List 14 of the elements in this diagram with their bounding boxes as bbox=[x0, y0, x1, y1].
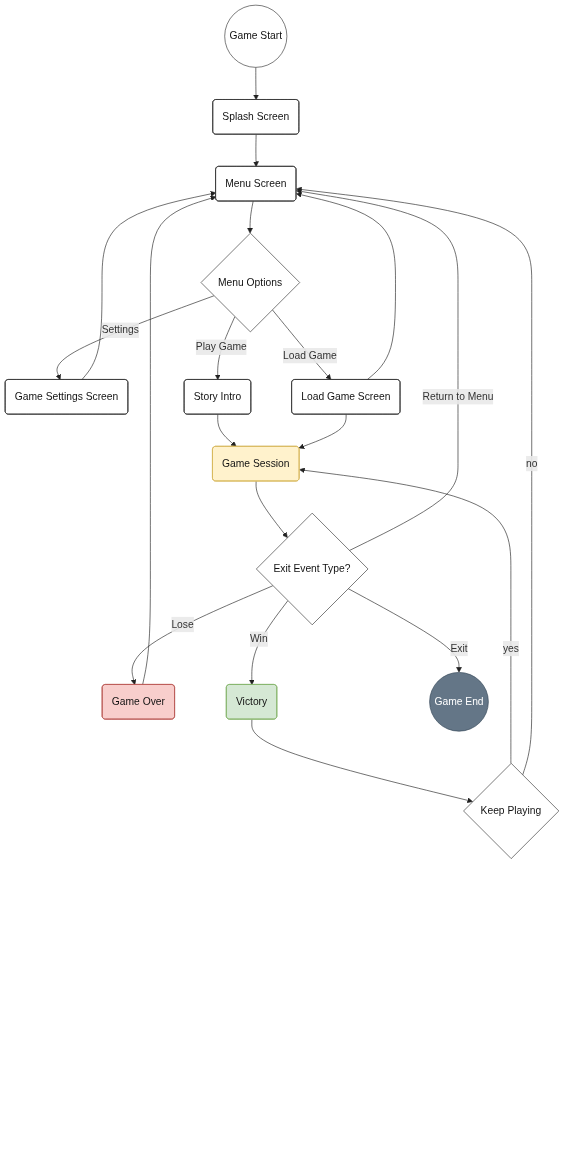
edge-label: Lose bbox=[171, 618, 194, 630]
edge-label: no bbox=[526, 457, 538, 469]
edge-label: Return to Menu bbox=[422, 391, 494, 402]
edge-label: Exit bbox=[450, 642, 468, 654]
edge-label: Settings bbox=[101, 324, 139, 336]
edge-label: Play Game bbox=[195, 341, 247, 353]
node-circle: Game End bbox=[429, 672, 489, 732]
node-diamond: Menu Options bbox=[200, 232, 301, 333]
edge-label: yes bbox=[502, 642, 519, 654]
node-circle: Game Start bbox=[224, 4, 288, 68]
edge-label: Load Game bbox=[283, 349, 337, 361]
node-diamond: Exit Event Type? bbox=[256, 512, 369, 626]
edge-label: Win bbox=[249, 633, 268, 645]
node-diamond: Keep Playing bbox=[463, 763, 560, 859]
